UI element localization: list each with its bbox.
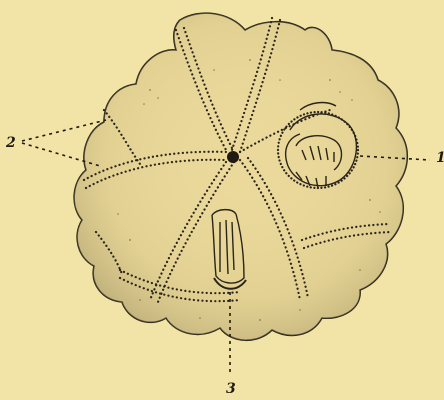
label-2: 2 (6, 136, 16, 150)
central-node (227, 151, 239, 163)
label-1: 1 (436, 151, 444, 165)
label-3: 3 (226, 382, 236, 396)
